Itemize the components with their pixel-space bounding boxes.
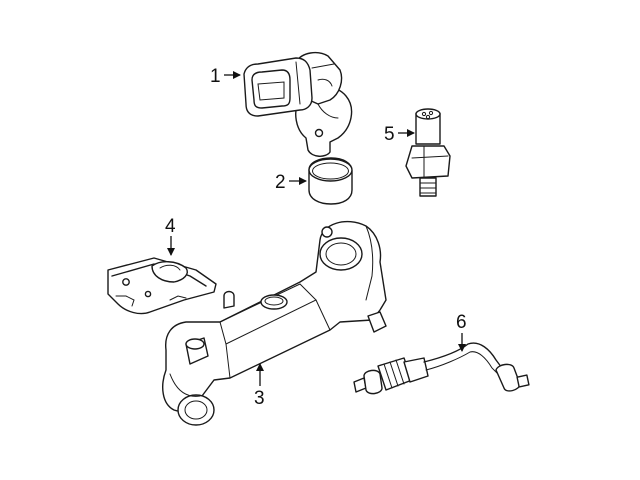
callout-6: 6 (456, 312, 467, 352)
part-3-pipe-assembly (162, 221, 387, 426)
callout-5: 5 (384, 124, 415, 145)
callout-2: 2 (275, 172, 307, 193)
callout-1: 1 (210, 66, 241, 87)
part-1-sensor (243, 51, 353, 157)
callout-number-4: 4 (165, 216, 176, 237)
part-5-pressure-sensor (405, 108, 451, 197)
callout-number-1: 1 (210, 66, 221, 87)
callout-number-3: 3 (254, 388, 265, 409)
callout-4: 4 (165, 216, 176, 256)
callout-number-2: 2 (275, 172, 286, 193)
callout-number-6: 6 (456, 312, 467, 333)
part-2-seal-ring (308, 157, 353, 205)
part-4-bracket (107, 257, 217, 315)
callout-number-5: 5 (384, 124, 395, 145)
callout-3: 3 (254, 363, 265, 409)
part-6-oxygen-sensor (353, 342, 530, 395)
